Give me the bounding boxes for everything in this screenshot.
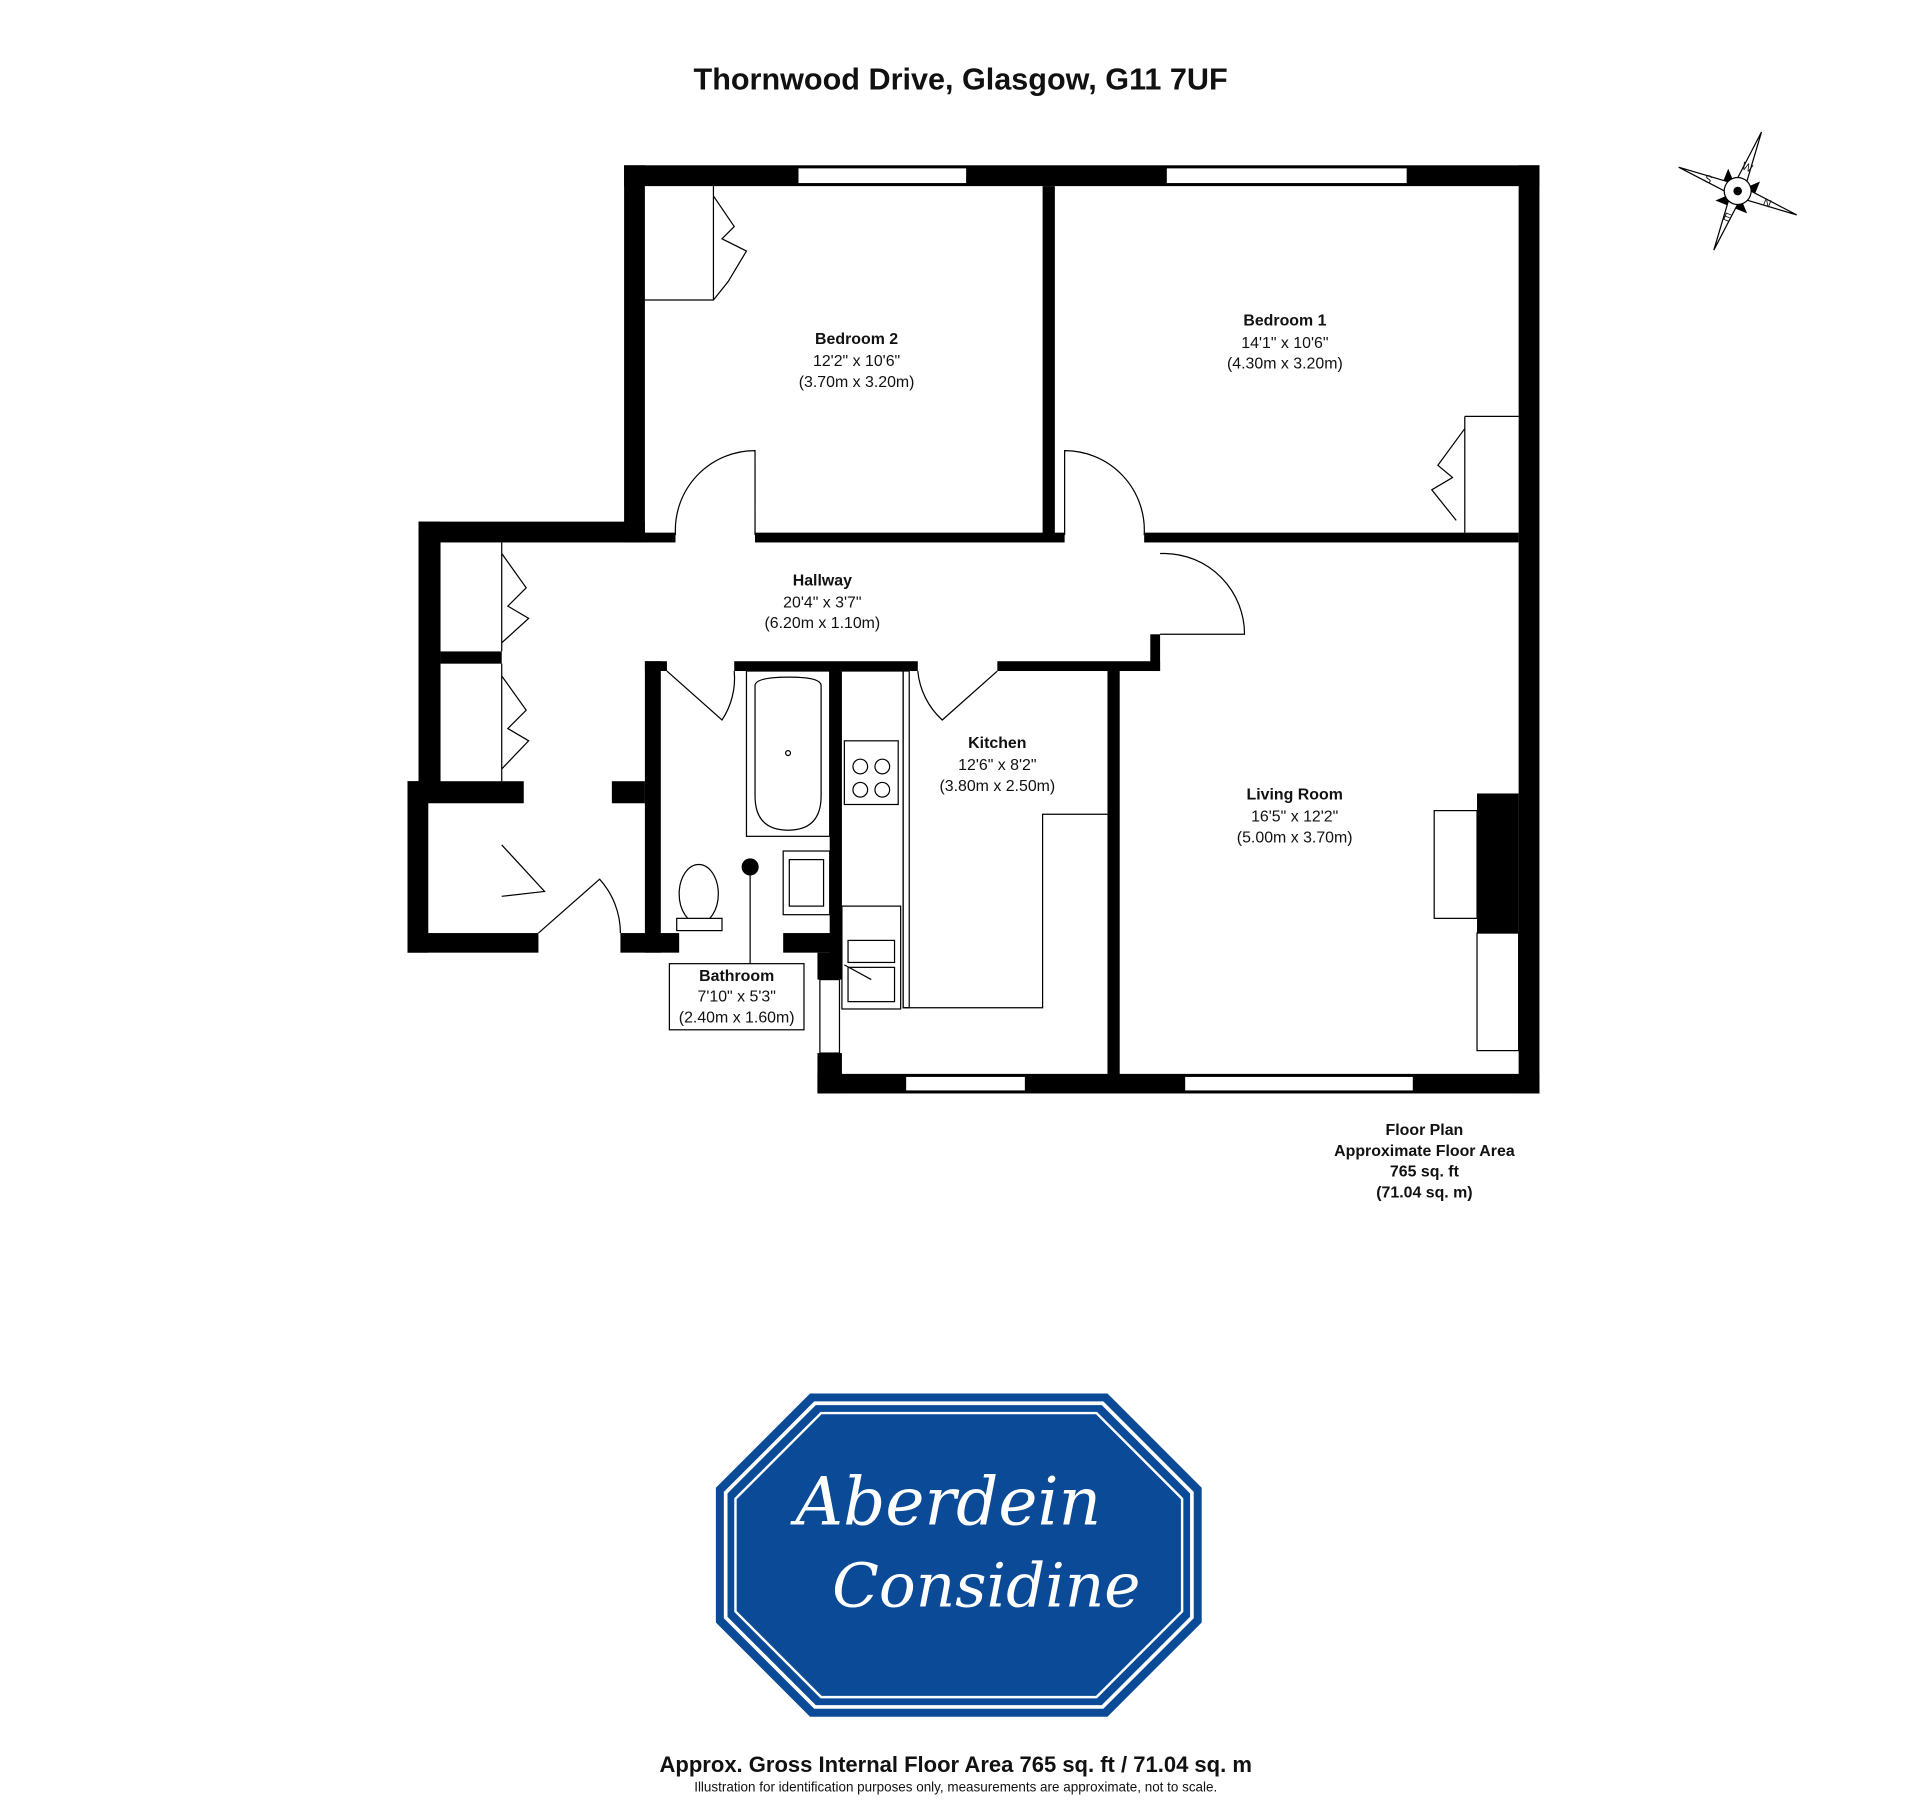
svg-text:Bathroom: Bathroom [699,968,774,985]
svg-text:Considine: Considine [832,1551,1140,1622]
footer-disclaimer: Illustration for identification purposes… [694,1779,1217,1794]
svg-text:Kitchen: Kitchen [968,735,1026,752]
svg-text:Bedroom 2: Bedroom 2 [815,331,898,348]
compass-rose-icon: W N E S [1678,131,1797,251]
fixtures [676,670,1108,1010]
svg-text:Bedroom 1: Bedroom 1 [1243,313,1326,330]
svg-text:(71.04 sq. m): (71.04 sq. m) [1376,1185,1472,1202]
svg-text:20'4" x 3'7": 20'4" x 3'7" [783,594,861,611]
svg-text:7'10" x 5'3": 7'10" x 5'3" [697,989,775,1006]
svg-text:(3.70m x 3.20m): (3.70m x 3.20m) [799,374,915,391]
floor-area-summary: Floor Plan Approximate Floor Area 765 sq… [1334,1122,1515,1201]
compass-label-s: S [1702,173,1713,187]
doors [501,186,1519,934]
svg-text:Floor Plan: Floor Plan [1386,1122,1464,1139]
room-label-hallway: Hallway 20'4" x 3'7" (6.20m x 1.10m) [764,572,880,632]
svg-text:(3.80m x 2.50m): (3.80m x 2.50m) [939,778,1055,795]
svg-text:16'5" x 12'2": 16'5" x 12'2" [1251,809,1338,826]
compass-label-e: E [1721,211,1732,225]
svg-text:Hallway: Hallway [793,572,852,589]
walls [407,165,1540,1094]
compass-label-w: W [1740,160,1755,175]
svg-text:Aberdein: Aberdein [789,1463,1101,1540]
page-title: Thornwood Drive, Glasgow, G11 7UF [694,62,1228,96]
compass-label-n: N [1761,197,1773,211]
svg-text:12'6" x 8'2": 12'6" x 8'2" [958,757,1036,774]
svg-text:(4.30m x 3.20m): (4.30m x 3.20m) [1227,356,1343,373]
footer-floor-area: Approx. Gross Internal Floor Area 765 sq… [660,1752,1252,1777]
svg-text:Approximate Floor Area: Approximate Floor Area [1334,1143,1515,1160]
room-label-bedroom-2: Bedroom 2 12'2" x 10'6" (3.70m x 3.20m) [799,331,915,391]
room-label-living-room: Living Room 16'5" x 12'2" (5.00m x 3.70m… [1237,787,1353,847]
room-label-bathroom: Bathroom 7'10" x 5'3" (2.40m x 1.60m) [668,963,805,1031]
svg-text:Living Room: Living Room [1247,787,1343,804]
aberdein-considine-logo: Aberdein Considine [715,1393,1202,1717]
svg-text:(5.00m x 3.70m): (5.00m x 3.70m) [1237,829,1353,846]
svg-text:12'2" x 10'6": 12'2" x 10'6" [813,353,900,370]
svg-text:(2.40m x 1.60m): (2.40m x 1.60m) [679,1009,795,1026]
svg-text:(6.20m x 1.10m): (6.20m x 1.10m) [764,615,880,632]
svg-text:14'1" x 10'6": 14'1" x 10'6" [1241,335,1328,352]
svg-text:765 sq. ft: 765 sq. ft [1390,1164,1460,1181]
room-label-bedroom-1: Bedroom 1 14'1" x 10'6" (4.30m x 3.20m) [1227,313,1343,373]
room-label-kitchen: Kitchen 12'6" x 8'2" (3.80m x 2.50m) [939,735,1055,795]
